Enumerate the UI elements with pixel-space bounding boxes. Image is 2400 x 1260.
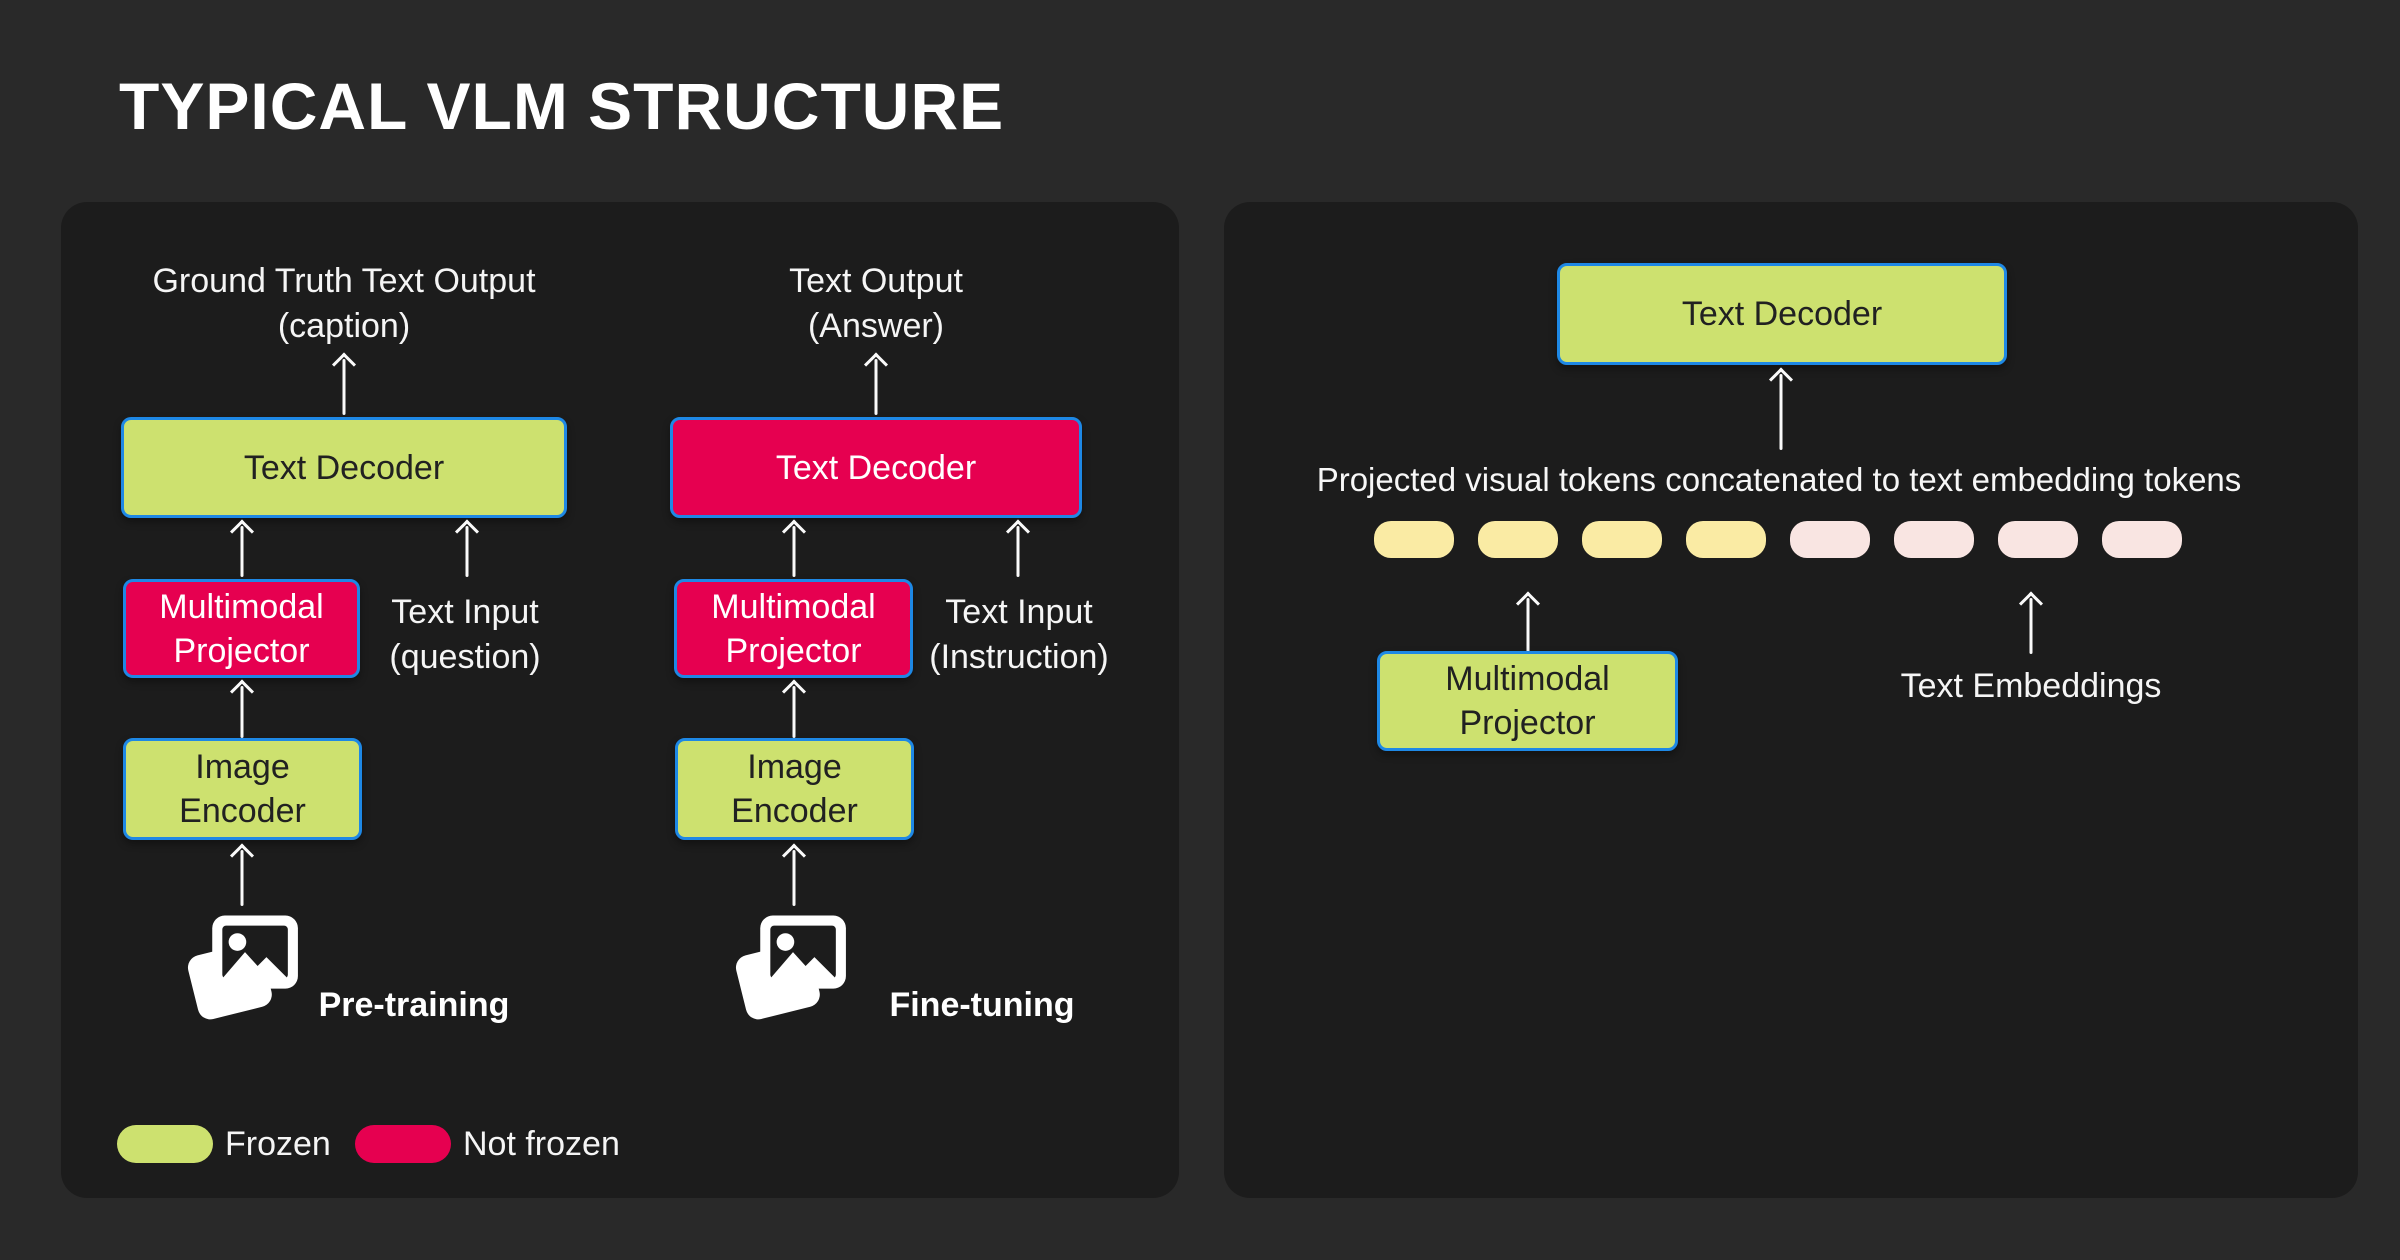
text-token	[1790, 521, 1870, 558]
stage-label-pretraining: Pre-training	[318, 986, 510, 1024]
arrow-up-icon	[1515, 591, 1541, 654]
photo-stack-icon	[187, 915, 298, 1020]
arrow-up-icon	[331, 352, 357, 415]
visual-token	[1582, 521, 1662, 558]
arrow-up-icon	[454, 519, 480, 577]
image-encoder-box: Image Encoder	[123, 738, 362, 840]
arrow-up-icon	[781, 519, 807, 577]
visual-token	[1478, 521, 1558, 558]
multimodal-projector-box: Multimodal Projector	[1377, 651, 1678, 751]
text-input-label: Text Input (question)	[389, 593, 541, 676]
visual-token	[1686, 521, 1766, 558]
arrow-up-icon	[229, 843, 255, 906]
text-decoder-box: Text Decoder	[670, 417, 1082, 518]
token-concat-panel: Text Decoder Projected visual tokens con…	[1224, 202, 2358, 1198]
text-token	[1894, 521, 1974, 558]
legend-swatch-not-frozen	[355, 1125, 451, 1163]
legend-swatch-frozen	[117, 1125, 213, 1163]
token-caption: Projected visual tokens concatenated to …	[1316, 461, 2242, 498]
text-decoder-box: Text Decoder	[121, 417, 567, 518]
ground-truth-output-label: Ground Truth Text Output (caption)	[152, 262, 536, 345]
arrow-up-icon	[229, 519, 255, 577]
training-panel: Ground Truth Text Output (caption) Text …	[61, 202, 1179, 1198]
arrow-up-icon	[1768, 367, 1794, 450]
arrow-up-icon	[781, 843, 807, 906]
legend-label-frozen: Frozen	[225, 1125, 331, 1163]
image-encoder-box: Image Encoder	[675, 738, 914, 840]
token-row	[1374, 521, 2182, 558]
arrow-up-icon	[229, 679, 255, 738]
stage-label-finetuning: Fine-tuning	[889, 986, 1075, 1024]
photo-stack-icon	[735, 915, 846, 1020]
visual-token	[1374, 521, 1454, 558]
arrow-up-icon	[2018, 591, 2044, 654]
multimodal-projector-box: Multimodal Projector	[674, 579, 913, 678]
multimodal-projector-box: Multimodal Projector	[123, 579, 360, 678]
text-decoder-box: Text Decoder	[1557, 263, 2007, 365]
text-token	[2102, 521, 2182, 558]
arrow-up-icon	[863, 352, 889, 415]
text-output-label: Text Output (Answer)	[789, 262, 963, 345]
text-embeddings-label: Text Embeddings	[1900, 667, 2162, 705]
text-input-label: Text Input (Instruction)	[929, 593, 1109, 676]
text-token	[1998, 521, 2078, 558]
arrow-up-icon	[781, 679, 807, 738]
arrow-up-icon	[1005, 519, 1031, 577]
legend-label-not-frozen: Not frozen	[463, 1125, 620, 1163]
page-title: TYPICAL VLM STRUCTURE	[119, 69, 1005, 143]
